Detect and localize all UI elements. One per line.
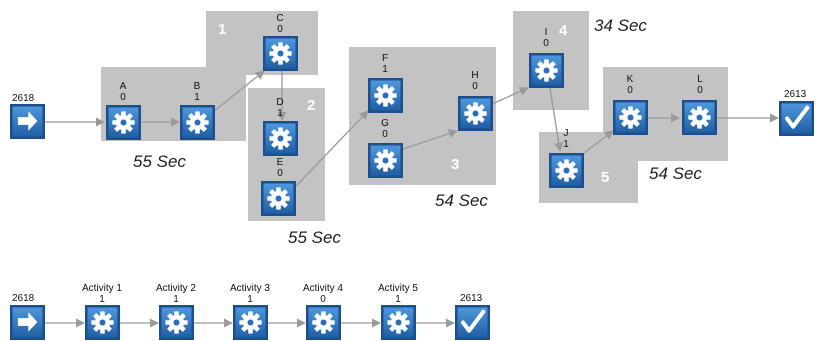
gear-icon	[267, 187, 290, 210]
top-end-node[interactable]: 2613	[779, 89, 814, 136]
node-g-label: G	[381, 118, 389, 129]
node-g[interactable]: G 0	[368, 118, 403, 178]
connector-g-h	[399, 129, 458, 151]
node-b-count: 1	[194, 92, 200, 103]
gear-icon	[688, 106, 711, 129]
gear-icon	[374, 84, 397, 107]
gear-icon	[165, 311, 188, 334]
activity-4-count: 0	[320, 294, 326, 305]
activity-1-count: 1	[99, 294, 105, 305]
gear-icon	[555, 159, 578, 182]
top-start-label: 2618	[12, 93, 35, 104]
node-j[interactable]: J 1	[549, 128, 584, 188]
node-a-count: 0	[120, 92, 126, 103]
node-l-label: L	[697, 74, 703, 85]
bottom-start-node[interactable]: 2618	[10, 293, 45, 340]
connector-j-k	[583, 130, 614, 154]
node-c-count: 0	[277, 24, 283, 35]
top-end-label: 2613	[784, 89, 807, 100]
group-3-duration: 54 Sec	[435, 191, 488, 210]
gear-icon	[269, 127, 292, 150]
gear-icon	[312, 311, 335, 334]
connector-i-j	[549, 87, 564, 152]
node-l[interactable]: L 0	[682, 74, 717, 135]
activity-5-count: 1	[395, 294, 401, 305]
gear-icon	[464, 102, 487, 125]
node-e[interactable]: E 0	[261, 157, 296, 216]
group-1-number: 1	[218, 21, 226, 38]
node-h-count: 0	[472, 81, 478, 92]
node-f-count: 1	[382, 64, 388, 75]
connector-h-i	[491, 87, 529, 105]
node-k-count: 0	[627, 85, 633, 96]
activity-3-node[interactable]: Activity 3 1	[230, 283, 270, 340]
gear-icon	[186, 111, 209, 134]
node-b-label: B	[194, 81, 201, 92]
group-1-duration: 55 Sec	[133, 152, 186, 171]
activity-2-label: Activity 2	[156, 283, 196, 294]
activity-3-label: Activity 3	[230, 283, 270, 294]
activity-2-count: 1	[173, 294, 179, 305]
activity-4-node[interactable]: Activity 4 0	[303, 283, 343, 340]
gear-icon	[374, 149, 397, 172]
bottom-start-label: 2618	[12, 293, 35, 304]
gear-icon	[269, 42, 292, 65]
group-5-duration: 54 Sec	[649, 164, 702, 183]
activity-3-count: 1	[247, 294, 253, 305]
activity-2-node[interactable]: Activity 2 1	[156, 283, 196, 340]
node-e-count: 0	[277, 168, 283, 179]
node-d-label: D	[276, 97, 283, 108]
node-e-label: E	[277, 157, 284, 168]
group-4-number: 4	[559, 22, 568, 39]
group-2-number: 2	[307, 97, 315, 114]
node-f[interactable]: F 1	[368, 53, 403, 113]
bottom-end-label: 2613	[460, 293, 483, 304]
activity-4-label: Activity 4	[303, 283, 343, 294]
node-k[interactable]: K 0	[613, 74, 648, 135]
node-c-label: C	[276, 13, 283, 24]
gear-icon	[387, 311, 410, 334]
activity-1-label: Activity 1	[82, 283, 122, 294]
node-k-label: K	[627, 74, 634, 85]
node-i-label: I	[545, 27, 548, 38]
node-f-label: F	[382, 53, 388, 64]
bottom-end-node[interactable]: 2613	[455, 293, 490, 340]
node-j-label: J	[564, 128, 569, 139]
node-d[interactable]: D 1	[263, 97, 298, 156]
node-h[interactable]: H 0	[458, 70, 493, 131]
gear-icon	[91, 311, 114, 334]
node-i-count: 0	[543, 38, 549, 49]
connector-e-f	[294, 110, 369, 188]
group-3-number: 3	[451, 156, 459, 173]
group-4-duration: 34 Sec	[594, 16, 647, 35]
node-c[interactable]: C 0	[263, 13, 298, 71]
node-l-count: 0	[697, 85, 703, 96]
gear-icon	[112, 111, 135, 134]
group-5-number: 5	[601, 169, 609, 186]
node-a-label: A	[120, 81, 127, 92]
activity-5-node[interactable]: Activity 5 1	[378, 283, 418, 340]
top-connectors	[45, 70, 779, 188]
gear-icon	[619, 106, 642, 129]
node-h-label: H	[471, 70, 478, 81]
gear-icon	[535, 59, 558, 82]
node-b[interactable]: B 1	[180, 81, 215, 140]
node-d-count: 1	[277, 108, 283, 119]
group-2-duration: 55 Sec	[288, 228, 341, 247]
connector-b-c	[212, 70, 265, 113]
activity-1-node[interactable]: Activity 1 1	[82, 283, 122, 340]
node-i[interactable]: I 0	[529, 27, 564, 88]
gear-icon	[239, 311, 262, 334]
node-a[interactable]: A 0	[106, 81, 141, 140]
node-g-count: 0	[382, 129, 388, 140]
top-start-node[interactable]: 2618	[10, 93, 45, 139]
activity-5-label: Activity 5	[378, 283, 418, 294]
node-j-count: 1	[563, 139, 569, 150]
